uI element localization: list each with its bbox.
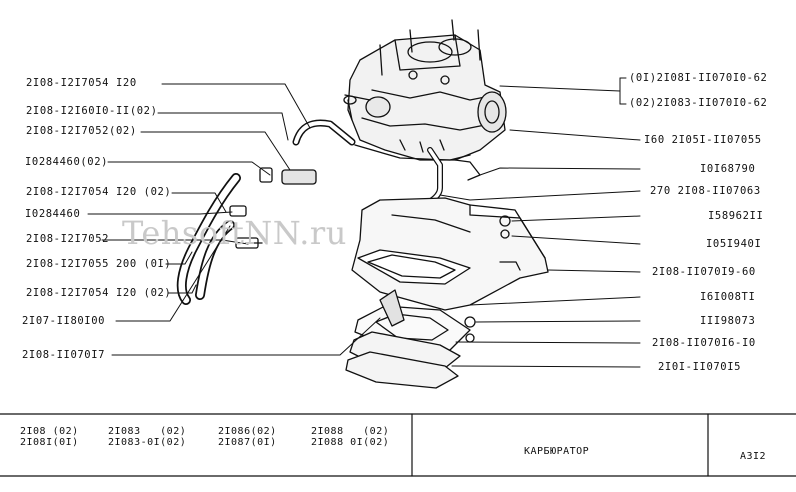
part-label: 2I08-I2I7055 200 (0I): [26, 258, 172, 270]
part-label: 2I08-I2I7054 I20 (02): [26, 287, 172, 299]
model-code: 2I08I(0I): [20, 437, 79, 448]
part-label: 2I08-I2I7052: [26, 233, 110, 245]
drawing-title: КАРБЮРАТОР: [524, 446, 590, 457]
model-code: 2I083 (02): [108, 426, 187, 437]
carburetor-body: [343, 19, 507, 181]
part-label: 270 2I08-II07063: [650, 185, 761, 197]
watermark: TehsoftNN.ru: [122, 214, 347, 252]
part-label: I60 2I05I-II07055: [644, 134, 762, 146]
model-code: 2I08 (02): [20, 426, 79, 437]
model-code: 2I088 (02): [311, 426, 390, 437]
part-label: 2I07-II80I00: [22, 315, 106, 327]
part-label: I0I68790: [700, 163, 756, 175]
part-label: 2I08-I2I7052(02): [26, 125, 137, 137]
part-label: I0284460: [25, 208, 81, 220]
carb-variant-label-02: (02)2I083-II070I0-62: [629, 97, 768, 109]
model-code: 2I083-0I(02): [108, 437, 187, 448]
model-code: 2I087(0I): [218, 437, 277, 448]
part-label: I05I940I: [706, 238, 762, 250]
carb-variant-label-01: (0I)2I08I-II070I0-62: [629, 72, 768, 84]
part-label: 2I08-I2I60I0-II(02): [26, 105, 158, 117]
part-label: 2I08-I2I7054 I20 (02): [26, 186, 172, 198]
heat-shield-plate: [351, 197, 549, 311]
fuel-hoses: [176, 119, 443, 305]
part-label: 2I08-II070I7: [22, 349, 106, 361]
part-label: 2I08-II070I6-I0: [652, 337, 756, 349]
gasket-stack: [345, 215, 511, 389]
sheet-code: A3I2: [740, 451, 767, 462]
part-label: I58962II: [708, 210, 764, 222]
part-label: 2I08-II070I9-60: [652, 266, 756, 278]
part-label: III98073: [700, 315, 756, 327]
part-label: I6I008TI: [700, 291, 756, 303]
title-block-frame: [0, 413, 796, 477]
part-label: 2I08-I2I7054 I20: [26, 77, 137, 89]
model-code: 2I088 0I(02): [311, 437, 390, 448]
leader-lines: [87, 77, 641, 368]
model-code: 2I086(02): [218, 426, 277, 437]
part-label: I0284460(02): [25, 156, 109, 168]
part-label: 2I0I-II070I5: [658, 361, 742, 373]
